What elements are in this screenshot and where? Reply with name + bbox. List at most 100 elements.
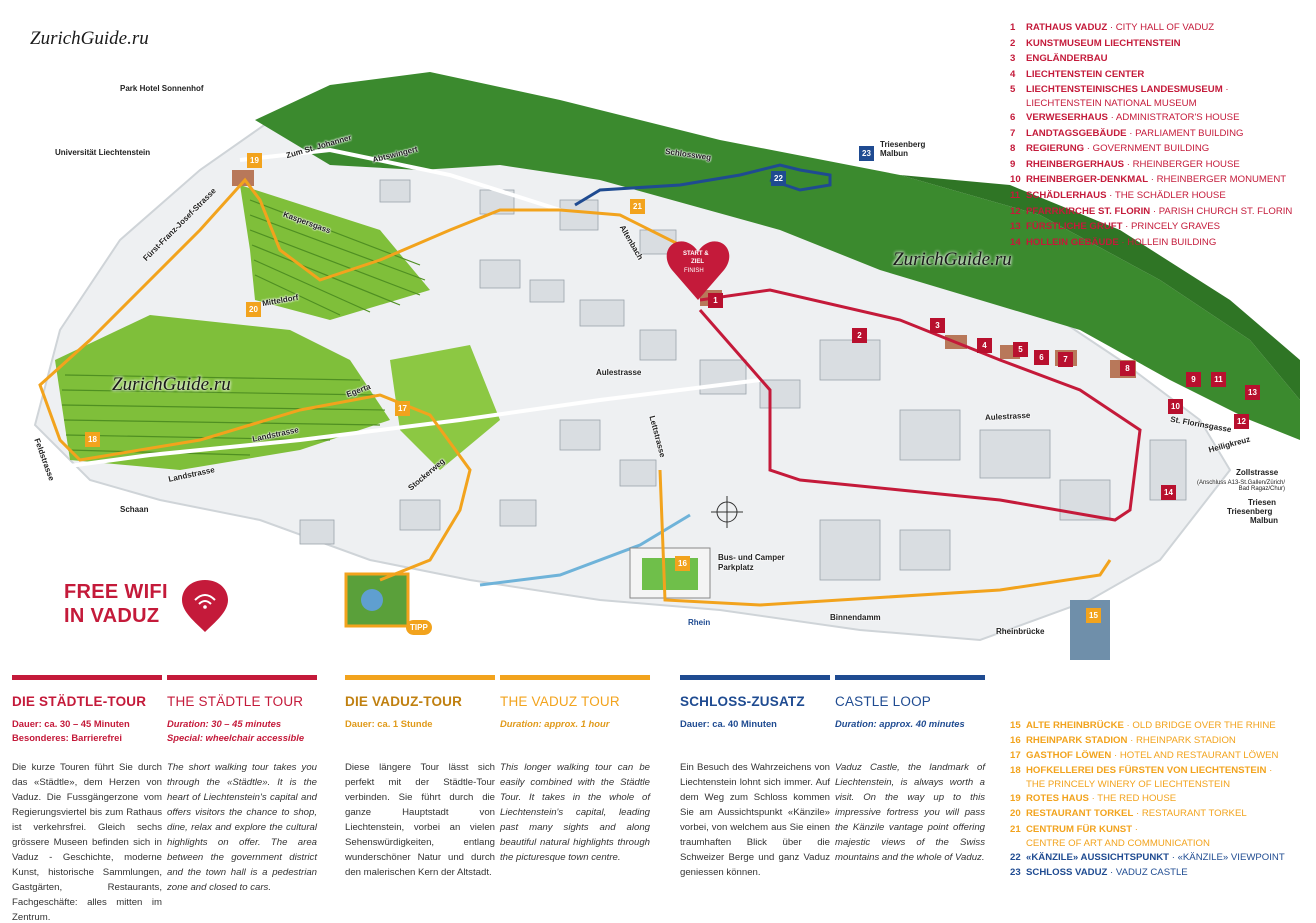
legend-name-de: SCHLOSS VADUZ	[1026, 866, 1108, 878]
legend-name-en: THE PRINCELY WINERY OF LIECHTENSTEIN	[1026, 779, 1230, 791]
legend-number: 11	[1010, 189, 1021, 201]
tour-color-bar	[167, 675, 317, 680]
tour-color-bar	[345, 675, 495, 680]
label-rhein: Rhein	[688, 618, 711, 627]
legend-name-de: CENTRUM FÜR KUNST	[1026, 823, 1133, 835]
tour-duration: Dauer: ca. 40 Minuten	[680, 718, 777, 729]
wifi-pin-icon	[182, 580, 228, 632]
marker-4[interactable]: 4	[977, 338, 992, 353]
legend-name-de: VERWESERHAUS	[1026, 111, 1108, 123]
legend-number: 13	[1010, 221, 1021, 233]
stadium	[629, 547, 711, 599]
marker-1[interactable]: 1	[708, 293, 723, 308]
legend-name-en: ADMINISTRATOR'S HOUSE	[1115, 111, 1240, 123]
tour-title: DIE VADUZ-TOUR	[345, 694, 463, 709]
legend-name-de: FÜRSTLICHE GRUFT	[1026, 221, 1123, 233]
marker-21[interactable]: 21	[630, 199, 645, 214]
marker-15[interactable]: 15	[1086, 608, 1101, 623]
tour-title: DIE STÄDTLE-TOUR	[12, 694, 147, 709]
marker-5[interactable]: 5	[1013, 342, 1028, 357]
marker-17[interactable]: 17	[395, 401, 410, 416]
tour-duration: Duration: 30 – 45 minutes	[167, 718, 282, 729]
marker-9[interactable]: 9	[1186, 372, 1201, 387]
marker-16[interactable]: 16	[675, 556, 690, 571]
marker-12[interactable]: 12	[1234, 414, 1249, 429]
label-finish: FINISH	[684, 268, 704, 274]
tour-meta: Duration: approx. 1 hour	[500, 717, 650, 744]
legend-name-en: THE SCHÄDLER HOUSE	[1114, 189, 1226, 201]
vaduz-map	[33, 72, 1300, 660]
marker-13[interactable]: 13	[1245, 385, 1260, 400]
marker-6[interactable]: 6	[1034, 350, 1049, 365]
wifi-line-1: FREE WIFI	[64, 581, 168, 603]
tour-special: Besonderes: Barrierefrei	[12, 731, 122, 743]
legend-number: 17	[1010, 750, 1021, 762]
marker-11[interactable]: 11	[1211, 372, 1226, 387]
legend-number: 14	[1010, 236, 1021, 248]
marker-18[interactable]: 18	[85, 432, 100, 447]
canal	[479, 513, 691, 587]
marker-8[interactable]: 8	[1120, 361, 1135, 376]
legend-number: 22	[1010, 851, 1021, 863]
watermark-1: ZurichGuide.ru	[30, 28, 149, 49]
legend-number: 19	[1010, 793, 1021, 805]
compass	[711, 496, 743, 528]
legend-name-de: GASTHOF LÖWEN	[1026, 750, 1112, 762]
castle-loop-route	[574, 163, 832, 207]
tour-text: This longer walking tour can be easily c…	[500, 762, 650, 863]
marker-7[interactable]: 7	[1058, 352, 1073, 367]
legend-number: 7	[1010, 127, 1016, 139]
legend-name-en: VADUZ CASTLE	[1115, 866, 1188, 878]
legend-name-de: RATHAUS VADUZ	[1026, 22, 1108, 33]
tour-title: THE VADUZ TOUR	[500, 694, 620, 709]
marker-22[interactable]: 22	[771, 171, 786, 186]
marker-3[interactable]: 3	[930, 318, 945, 333]
legend-name-de: RHEINBERGER-DENKMAL	[1026, 174, 1149, 186]
tour-color-bar	[680, 675, 830, 680]
legend-name-de: ALTE RHEINBRÜCKE	[1026, 720, 1124, 731]
legend-name-de: «KÄNZILE» AUSSICHTSPUNKT	[1026, 851, 1170, 863]
legend-name-en: CITY HALL OF VADUZ	[1115, 22, 1215, 33]
marker-23[interactable]: 23	[859, 146, 874, 161]
vineyard-upper	[240, 185, 430, 320]
legend-name-en: RESTAURANT TORKEL	[1141, 808, 1247, 820]
legend-number: 23	[1010, 866, 1021, 878]
legend-name-en: PARISH CHURCH ST. FLORIN	[1158, 205, 1293, 217]
free-wifi-label: FREE WIFI IN VADUZ	[64, 580, 168, 628]
label-triesenberg-malbun: Triesenberg Malbun	[880, 140, 926, 158]
wifi-line-2: IN VADUZ	[64, 605, 160, 627]
marker-2[interactable]: 2	[852, 328, 867, 343]
marker-19[interactable]: 19	[247, 153, 262, 168]
stadtle-tour-route	[698, 288, 1142, 522]
tour-duration: Duration: approx. 40 minutes	[835, 718, 965, 729]
marker-14[interactable]: 14	[1161, 485, 1176, 500]
legend-number: 1	[1010, 22, 1016, 33]
marker-10[interactable]: 10	[1168, 399, 1183, 414]
legend-item-22[interactable]: 22«KÄNZILE» AUSSICHTSPUNKT · «KÄNZILE» V…	[1010, 850, 1310, 865]
marker-20[interactable]: 20	[246, 302, 261, 317]
